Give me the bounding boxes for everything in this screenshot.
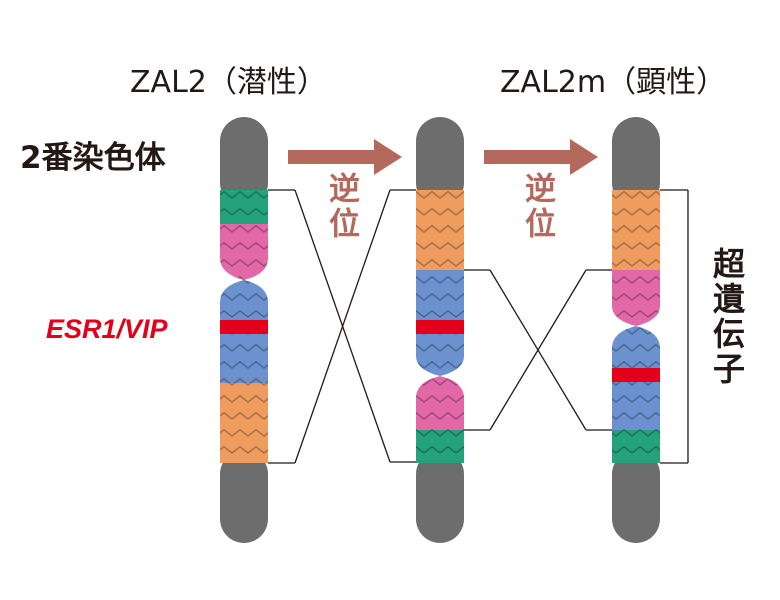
- chromosome-arm-bottom: [612, 450, 660, 543]
- gene-marker: [612, 368, 660, 382]
- arrow-head: [374, 139, 402, 175]
- segment-pattern: [416, 190, 464, 270]
- arrow-shaft: [484, 150, 570, 164]
- arrow-head: [570, 139, 598, 175]
- chromosome-arm-top: [416, 117, 464, 207]
- inversion-label-1: 逆位: [323, 171, 360, 242]
- chromosome-arm-bottom: [416, 450, 464, 543]
- segment-pattern: [612, 190, 660, 270]
- segment-pattern: [220, 224, 268, 280]
- supergene-label: 超遺伝子: [708, 247, 746, 387]
- segment-pattern: [612, 270, 660, 326]
- segment-pattern: [220, 383, 268, 463]
- chromosome-intermediate: [416, 117, 464, 543]
- gene-label: ESR1/VIP: [46, 314, 169, 344]
- chromosome-zal2m: [612, 117, 660, 543]
- inversion-label-2: 逆位: [519, 171, 556, 242]
- inversion-arrow-2: [484, 139, 598, 175]
- arrow-shaft: [288, 150, 374, 164]
- inversion-arrow-1: [288, 139, 402, 175]
- segment-pattern: [612, 430, 660, 463]
- chromosome-arm-bottom: [220, 450, 268, 543]
- segment-pattern: [416, 430, 464, 463]
- chromosome-zal2: [220, 117, 268, 543]
- connector-lines: [268, 189, 689, 464]
- connector-line: [294, 189, 391, 464]
- segment-pattern: [416, 376, 464, 430]
- chromosome-arm-top: [220, 117, 268, 207]
- chromosome-arm-top: [612, 117, 660, 207]
- title-zal2m: ZAL2m（顕性）: [500, 65, 726, 100]
- segment-pattern: [220, 190, 268, 224]
- connector-line: [489, 269, 587, 431]
- chromosome-2-label: 2番染色体: [20, 140, 166, 176]
- gene-marker: [416, 320, 464, 334]
- title-zal2: ZAL2（潜性）: [130, 65, 327, 100]
- gene-marker: [220, 320, 268, 334]
